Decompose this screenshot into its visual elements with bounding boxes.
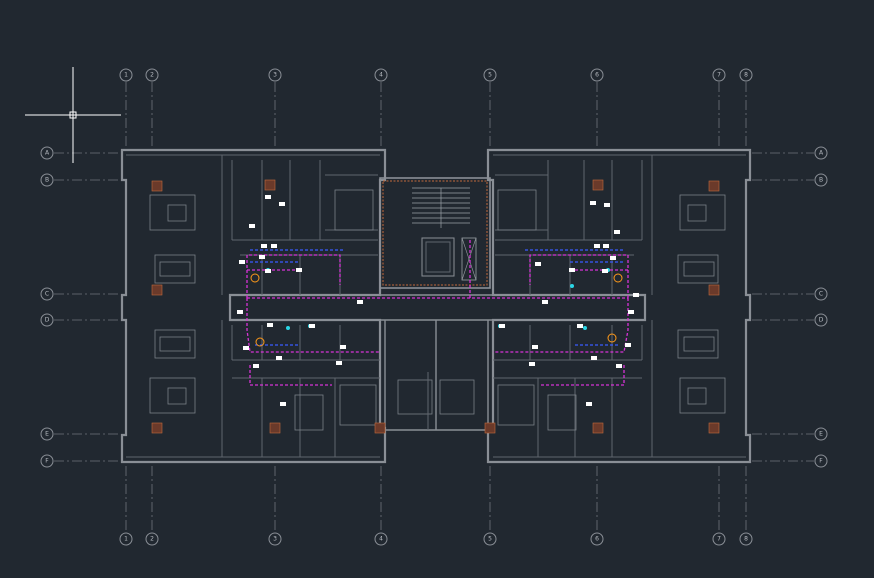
column-marker [264, 179, 276, 191]
grid-bubble-row: F [814, 454, 828, 468]
grid-bubble-row: C [40, 287, 54, 301]
svg-text:1: 1 [124, 72, 128, 79]
svg-text:4: 4 [379, 536, 383, 543]
svg-text:3: 3 [273, 536, 277, 543]
grid-bubble-column: 6 [590, 532, 604, 546]
plumbing-lines [246, 240, 629, 386]
grid-bubble-column: 1 [119, 532, 133, 546]
central-corridor [230, 294, 645, 321]
grid-bubble-row: B [814, 173, 828, 187]
grid-bubble-column: 7 [712, 532, 726, 546]
grid-bubble-column: 3 [268, 68, 282, 82]
svg-text:7: 7 [717, 536, 721, 543]
column-marker [151, 180, 163, 192]
svg-text:1: 1 [124, 536, 128, 543]
grid-bubble-row: B [40, 173, 54, 187]
grid-bubble-column: 7 [712, 68, 726, 82]
svg-text:2: 2 [150, 72, 154, 79]
svg-text:7: 7 [717, 72, 721, 79]
svg-text:4: 4 [379, 72, 383, 79]
svg-text:E: E [45, 431, 49, 438]
column-marker [484, 422, 496, 434]
structural-columns [151, 179, 720, 434]
column-marker [151, 422, 163, 434]
column-marker [592, 422, 604, 434]
grid-bubble-column: 4 [374, 532, 388, 546]
column-marker [708, 180, 720, 192]
svg-text:D: D [819, 317, 824, 324]
svg-text:B: B [819, 177, 823, 184]
crosshair-cursor-icon [25, 67, 121, 163]
column-marker [151, 284, 163, 296]
grid-bubble-column: 2 [145, 532, 159, 546]
svg-text:8: 8 [744, 72, 748, 79]
svg-text:C: C [819, 291, 823, 298]
svg-text:3: 3 [273, 72, 277, 79]
grid-bubble-row: C [814, 287, 828, 301]
fixture-tags [237, 195, 639, 406]
right-wing-outline [486, 148, 752, 464]
building-walls [120, 148, 752, 464]
grid-bubble-column: 1 [119, 68, 133, 82]
grid-bubble-row: A [814, 146, 828, 160]
grid-bubble-row: D [814, 313, 828, 327]
grid-bubble-row: D [40, 313, 54, 327]
left-wing-outline [120, 148, 387, 464]
svg-text:5: 5 [488, 72, 492, 79]
column-marker [374, 422, 386, 434]
svg-text:D: D [45, 317, 50, 324]
grid-bubble-row: A [40, 146, 54, 160]
grid-bubble-column: 6 [590, 68, 604, 82]
interior-partitions [221, 155, 653, 457]
grid-bubble-column: 5 [483, 68, 497, 82]
grid-bubble-column: 2 [145, 68, 159, 82]
grid-bubble-column: 4 [374, 68, 388, 82]
grid-bubble-column: 8 [739, 68, 753, 82]
grid-bubble-row: E [40, 427, 54, 441]
grid-bubble-row: E [814, 427, 828, 441]
grid-bubble-row: F [40, 454, 54, 468]
svg-text:6: 6 [595, 536, 599, 543]
grid-bubble-column: 8 [739, 532, 753, 546]
column-marker [269, 422, 281, 434]
column-marker [708, 284, 720, 296]
svg-text:2: 2 [150, 536, 154, 543]
grid-bubble-column: 3 [268, 532, 282, 546]
svg-text:8: 8 [744, 536, 748, 543]
svg-text:A: A [45, 150, 50, 157]
stair-core [379, 177, 491, 289]
svg-text:E: E [819, 431, 823, 438]
svg-text:5: 5 [488, 536, 492, 543]
furniture [149, 189, 726, 431]
svg-text:B: B [45, 177, 49, 184]
svg-text:F: F [45, 458, 49, 465]
svg-text:F: F [819, 458, 823, 465]
svg-text:A: A [819, 150, 824, 157]
column-marker [708, 422, 720, 434]
column-marker [592, 179, 604, 191]
grid-bubble-column: 5 [483, 532, 497, 546]
svg-text:6: 6 [595, 72, 599, 79]
svg-text:C: C [45, 291, 49, 298]
